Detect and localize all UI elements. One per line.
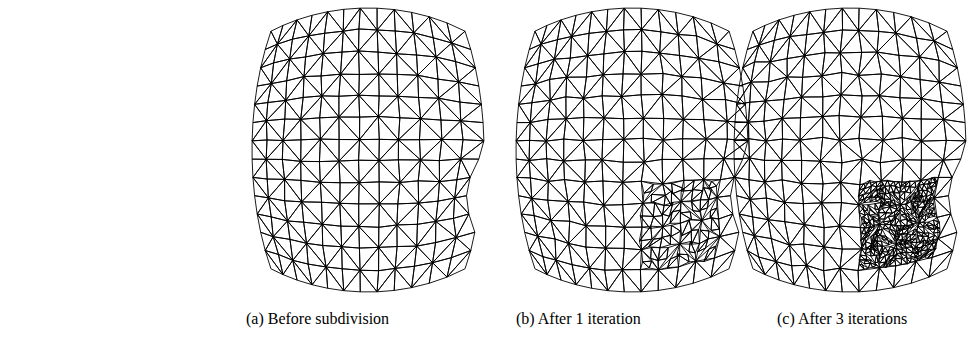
wireframe-mesh <box>252 8 484 292</box>
figure-caption: (b) After 1 iteration <box>516 309 641 328</box>
wireframe-mesh <box>734 8 966 292</box>
figure-caption: (a) Before subdivision <box>246 309 389 328</box>
wireframe-mesh <box>516 8 748 292</box>
figure-caption: (c) After 3 iterations <box>777 309 907 328</box>
